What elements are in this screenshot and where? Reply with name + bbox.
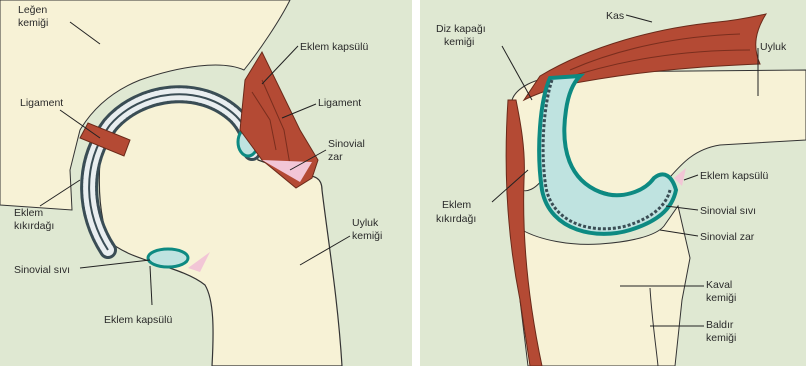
label-sinovial-zar-2: zar xyxy=(328,151,343,163)
label-eklem-kikirdagi-knee: Eklem xyxy=(442,199,471,211)
knee-joint-diagram: Kas Diz kapağı kemiği Uyluk Eklem kıkırd… xyxy=(420,0,806,366)
knee-joint-svg: Kas Diz kapağı kemiği Uyluk Eklem kıkırd… xyxy=(420,0,806,366)
hip-joint-svg: Leğen kemiği Eklem kapsülü Ligament Liga… xyxy=(0,0,412,366)
hip-joint-diagram: Leğen kemiği Eklem kapsülü Ligament Liga… xyxy=(0,0,412,366)
label-baldir-kemigi-2: kemiği xyxy=(706,332,736,344)
label-diz-kapagi-2: kemiği xyxy=(444,36,474,48)
label-kaval-kemigi: Kaval xyxy=(706,279,732,291)
label-baldir-kemigi: Baldır xyxy=(706,319,734,331)
label-kas: Kas xyxy=(606,10,624,22)
label-sinovial-zar: Sinovial xyxy=(328,138,365,150)
label-legen: Leğen xyxy=(18,4,47,16)
label-legen-2: kemiği xyxy=(18,17,48,29)
label-uyluk-kemigi-2: kemiği xyxy=(352,230,382,242)
label-ligament-left: Ligament xyxy=(20,97,63,109)
label-eklem-kapsulu-bottom: Eklem kapsülü xyxy=(104,314,172,326)
label-sinovial-zar-knee: Sinovial zar xyxy=(700,231,755,243)
label-sinovial-sivi-knee: Sinovial sıvı xyxy=(700,205,756,217)
label-diz-kapagi: Diz kapağı xyxy=(436,23,486,35)
label-ligament-right: Ligament xyxy=(318,97,361,109)
label-eklem-kikirdagi-knee-2: kıkırdağı xyxy=(436,213,476,225)
hip-synovial-pocket-bottom xyxy=(148,249,188,267)
label-sinovial-sivi: Sinovial sıvı xyxy=(14,264,70,276)
label-uyluk-kemigi: Uyluk xyxy=(352,217,379,229)
label-eklem-kapsulu-knee: Eklem kapsülü xyxy=(700,170,768,182)
label-eklem-kapsulu-top: Eklem kapsülü xyxy=(300,41,368,53)
label-uyluk: Uyluk xyxy=(760,41,787,53)
label-eklem-kikirdagi-2: kıkırdağı xyxy=(14,220,54,232)
label-eklem-kikirdagi: Eklem xyxy=(14,207,43,219)
label-kaval-kemigi-2: kemiği xyxy=(706,292,736,304)
